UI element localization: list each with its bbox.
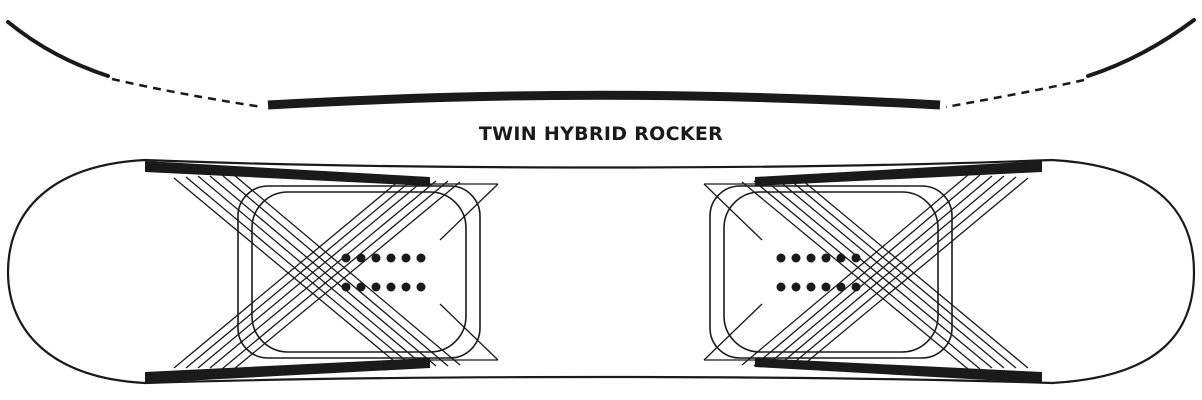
diagram-title: TWIN HYBRID ROCKER (478, 123, 724, 145)
profile-base (267, 90, 941, 110)
profile-right-dash (945, 78, 1085, 109)
edge-bar-bottom-left (145, 358, 430, 383)
fiber-lines-right (703, 174, 1029, 370)
edge-bar-top-left (145, 161, 430, 186)
insert-holes-right (776, 253, 861, 292)
profile-right-tip (1086, 18, 1196, 78)
profile-left-dash (111, 77, 263, 109)
fiber-lines-left (173, 174, 499, 370)
edge-bar-bottom-right (755, 358, 1042, 383)
edge-bar-top-right (755, 161, 1042, 186)
insert-holes-left (341, 253, 426, 292)
board-outline (6, 158, 1196, 385)
board-top-view (6, 158, 1196, 385)
rocker-profile (6, 18, 1196, 110)
binding-frame-right (709, 185, 953, 359)
profile-left-tip (6, 20, 110, 78)
binding-frame-left (237, 185, 481, 359)
